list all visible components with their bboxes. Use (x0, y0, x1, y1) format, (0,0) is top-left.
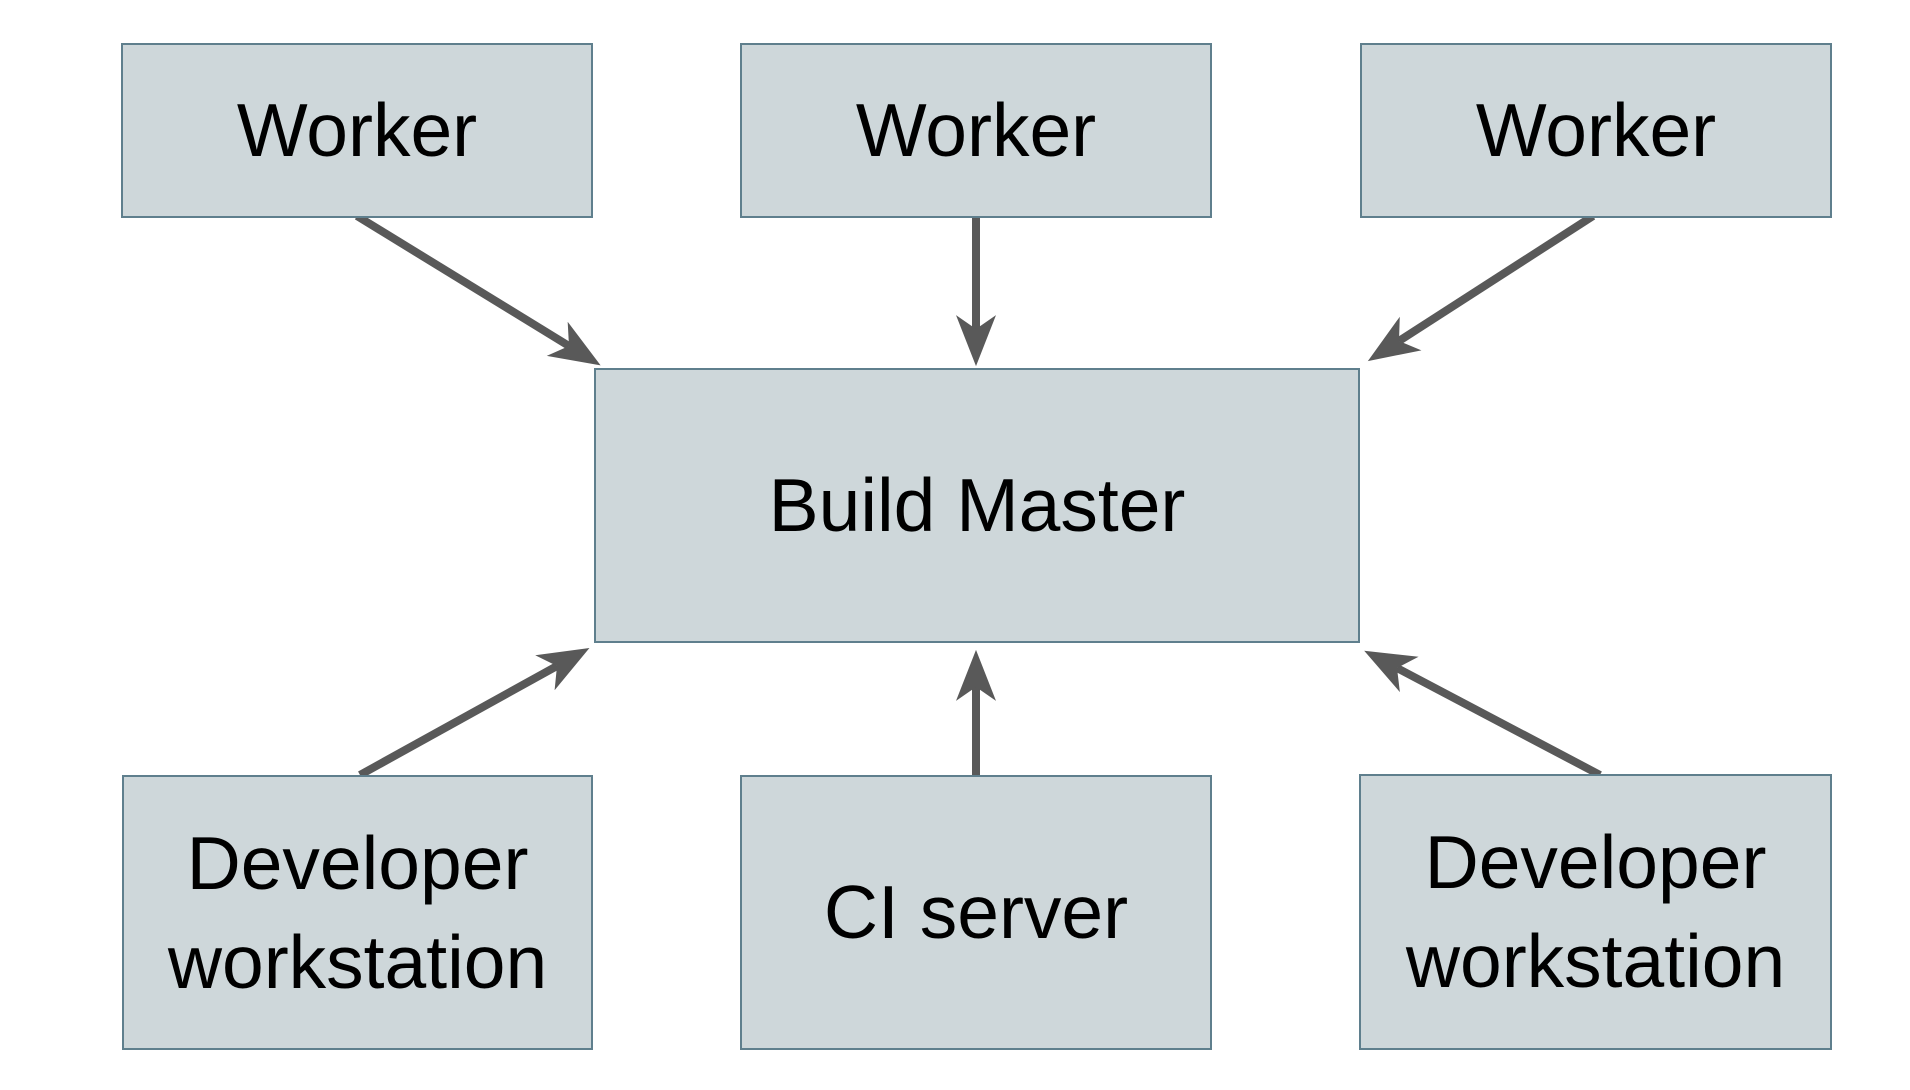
node-ci-server-label: CI server (823, 870, 1129, 954)
node-worker-3: Worker (1360, 43, 1832, 218)
node-worker-1-label: Worker (236, 88, 478, 172)
node-worker-1: Worker (121, 43, 593, 218)
node-developer-workstation-left: Developer workstation (122, 775, 593, 1050)
arrow-worker1-to-build-master (354, 212, 601, 366)
node-worker-2: Worker (740, 43, 1212, 218)
node-worker-3-label: Worker (1475, 88, 1717, 172)
arrow-worker3-to-build-master (1367, 212, 1596, 362)
arrow-dev-ws-left-to-build-master (358, 648, 590, 779)
node-developer-workstation-right: Developer workstation (1359, 774, 1832, 1050)
node-ci-server: CI server (740, 775, 1212, 1050)
node-developer-workstation-left-label: Developer workstation (167, 820, 548, 1004)
node-build-master: Build Master (594, 368, 1360, 643)
node-worker-2-label: Worker (855, 88, 1097, 172)
node-build-master-label: Build Master (768, 463, 1186, 547)
node-developer-workstation-right-label: Developer workstation (1405, 820, 1786, 1003)
arrow-dev-ws-right-to-build-master (1364, 650, 1602, 779)
